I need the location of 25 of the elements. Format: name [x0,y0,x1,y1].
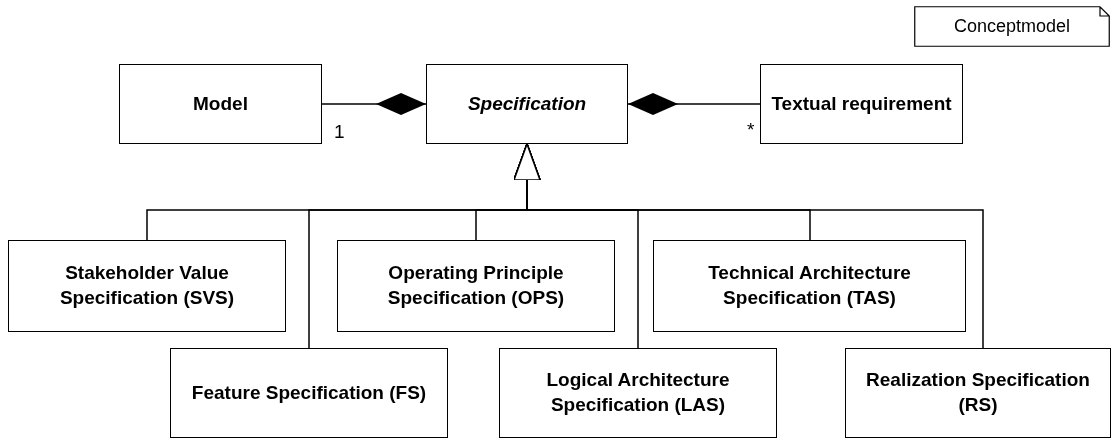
class-box [119,64,322,144]
note-text: Conceptmodel [953,14,1071,38]
class-box [426,64,628,144]
class-name: Operating Principle Specification (OPS) [386,261,566,310]
multiplicity-label: * [747,120,755,139]
class-name: Textual requirement [771,91,952,116]
class-name: Model [193,91,248,116]
class-box [845,348,1111,438]
class-name: Feature Specification (FS) [191,380,427,405]
class-box [170,348,448,438]
note-box [914,6,1110,47]
class-name: Stakeholder Value Specification (SVS) [58,261,236,310]
class-name: Logical Architecture Specification (LAS) [545,368,731,417]
class-box [8,240,286,332]
class-name: Specification [467,91,587,116]
multiplicity-label: 1 [334,122,345,141]
composition-connector [627,93,761,115]
class-box [337,240,615,332]
composition-connector [321,93,427,115]
class-box [499,348,777,438]
class-box [653,240,966,332]
class-name: Realization Specification (RS) [865,368,1091,417]
class-name: Technical Architecture Specification (TAS) [707,261,912,310]
class-box [760,64,963,144]
generalization-connector [513,143,984,349]
